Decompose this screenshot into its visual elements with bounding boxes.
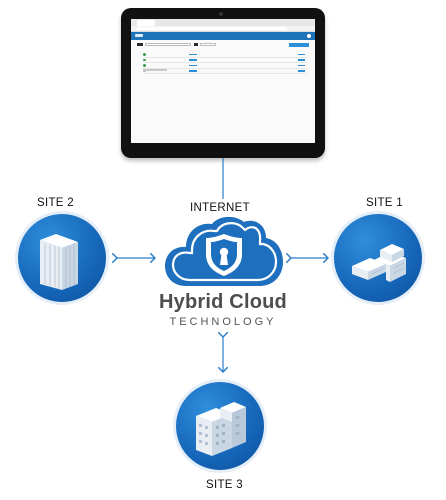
cloud-shield-lock-icon	[165, 216, 283, 286]
tablet-device	[121, 8, 325, 158]
tablet-camera	[219, 12, 223, 16]
brand-title: Hybrid Cloud	[159, 291, 287, 313]
site2-label: SITE 2	[37, 197, 74, 209]
row-action	[298, 53, 305, 55]
site1-label: SITE 1	[366, 197, 403, 209]
table-footer	[143, 69, 167, 71]
site1-circle	[334, 214, 422, 302]
toolbar-search	[145, 43, 191, 46]
site-table	[143, 52, 307, 74]
low-building-icon	[352, 244, 406, 282]
site2-circle	[18, 214, 106, 302]
address-field	[137, 27, 287, 30]
avatar	[307, 34, 311, 38]
row-link	[189, 70, 197, 72]
status-dot	[143, 64, 146, 67]
row-action	[298, 59, 305, 61]
app-toolbar	[131, 40, 315, 48]
dashboard-screen	[131, 19, 315, 143]
site3-label: SITE 3	[206, 479, 243, 491]
row-link	[189, 53, 197, 55]
status-dot	[143, 53, 146, 56]
table-row	[143, 58, 307, 63]
toolbar-action-button	[289, 43, 309, 47]
office-building-icon	[196, 402, 246, 456]
row-link	[189, 59, 197, 61]
status-dot	[143, 69, 146, 72]
table-row	[143, 52, 307, 58]
toolbar-filter	[200, 43, 216, 46]
row-action	[298, 64, 305, 66]
brand-subtitle: TECHNOLOGY	[169, 316, 277, 328]
browser-tab	[137, 20, 155, 26]
app-logo	[135, 34, 143, 37]
internet-label: INTERNET	[190, 202, 250, 214]
status-dot	[143, 58, 146, 61]
table-row	[143, 63, 307, 69]
row-link	[189, 64, 197, 66]
toolbar-button	[194, 43, 198, 46]
table-row	[143, 69, 307, 74]
site3-circle	[176, 382, 264, 470]
address-bar	[131, 26, 315, 32]
app-header	[131, 32, 315, 40]
row-action	[298, 70, 305, 72]
toolbar-button	[137, 43, 143, 46]
tower-building-icon	[40, 234, 78, 290]
